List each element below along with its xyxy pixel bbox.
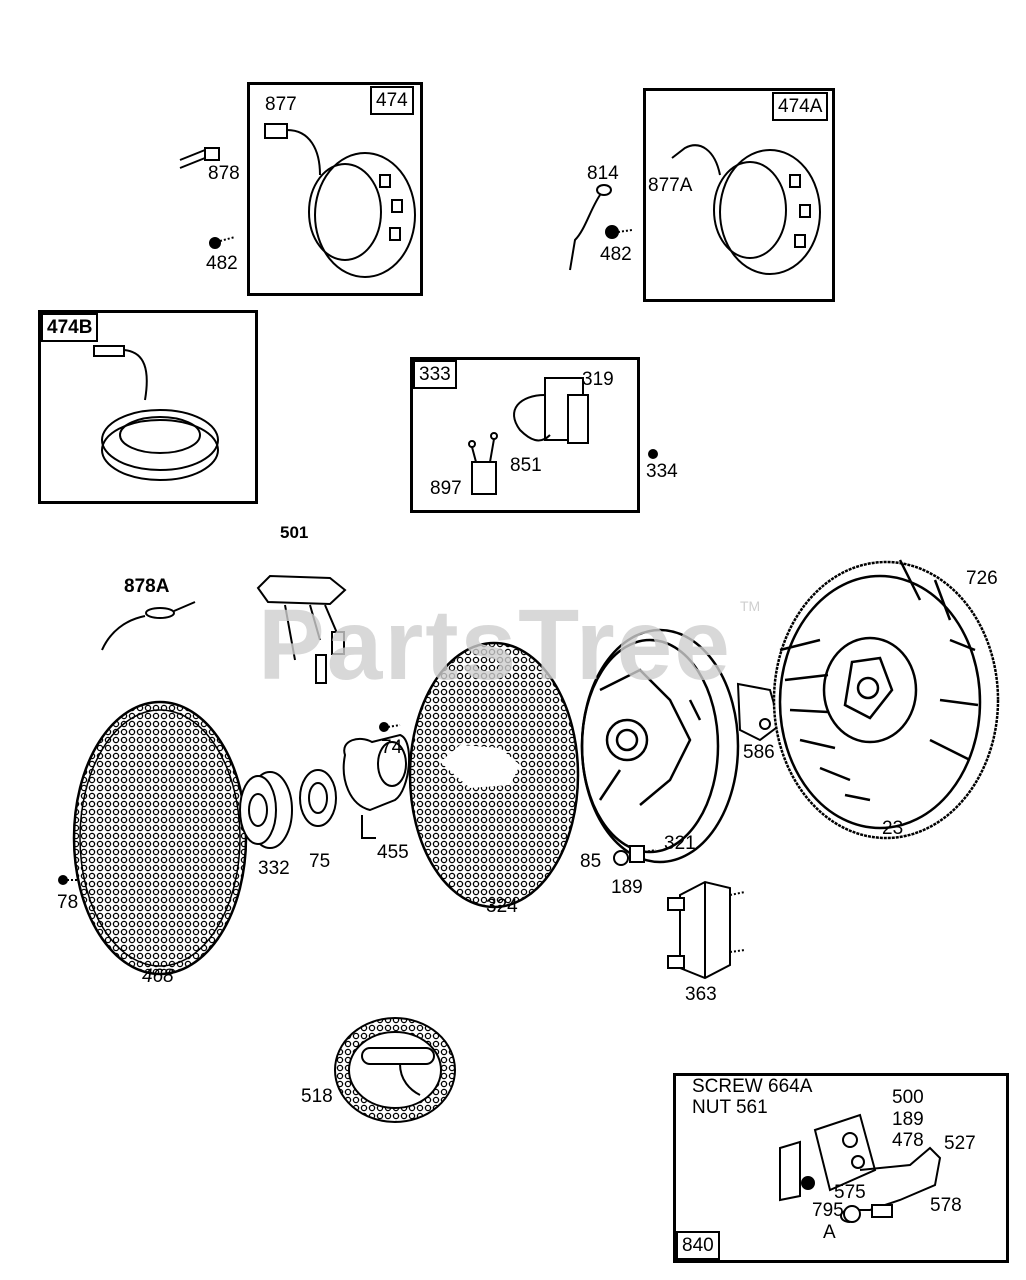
- label-23[interactable]: 23: [882, 818, 904, 839]
- cup-455-drawing: [342, 733, 411, 839]
- label-878[interactable]: 878: [208, 163, 240, 184]
- label-85[interactable]: 85: [580, 851, 602, 872]
- label-578[interactable]: 578: [930, 1195, 962, 1216]
- label-A[interactable]: A: [823, 1222, 836, 1243]
- box-474-tag[interactable]: 474: [370, 86, 414, 115]
- label-334[interactable]: 334: [646, 461, 678, 482]
- label-795[interactable]: 795: [812, 1200, 844, 1221]
- label-455[interactable]: 455: [377, 842, 409, 863]
- label-586[interactable]: 586: [743, 742, 775, 763]
- box-333-tag[interactable]: 333: [413, 360, 457, 389]
- label-482[interactable]: 482: [206, 253, 238, 274]
- stator-474A-drawing: [569, 144, 821, 275]
- wire-878A-drawing: [101, 601, 196, 651]
- box-474B-tag[interactable]: 474B: [41, 313, 99, 342]
- label-189[interactable]: 189: [611, 877, 643, 898]
- stator-474-drawing: [179, 123, 416, 278]
- screw-74-drawing: [379, 722, 401, 732]
- coil-518-drawing: [334, 1017, 456, 1123]
- washer-75-drawing: [299, 769, 337, 827]
- bolt-85-drawing: [613, 845, 657, 866]
- label-482-474A[interactable]: 482: [600, 244, 632, 265]
- screw-78-drawing: [58, 875, 77, 885]
- label-468[interactable]: 468: [142, 966, 174, 987]
- box-333: [410, 357, 640, 513]
- label-726[interactable]: 726: [966, 568, 998, 589]
- label-897[interactable]: 897: [430, 478, 462, 499]
- label-877A[interactable]: 877A: [648, 175, 693, 196]
- label-501[interactable]: 501: [280, 523, 309, 542]
- label-78[interactable]: 78: [57, 892, 79, 913]
- label-814[interactable]: 814: [587, 163, 619, 184]
- block-363-drawing: [667, 880, 746, 980]
- box-474A: [643, 88, 835, 302]
- label-321[interactable]: 321: [664, 833, 696, 854]
- box-840-tag[interactable]: 840: [676, 1231, 720, 1260]
- label-319[interactable]: 319: [582, 369, 614, 390]
- box-474A-tag[interactable]: 474A: [772, 92, 829, 121]
- bracket-586-drawing: [736, 682, 782, 742]
- watermark-trademark: TM: [740, 598, 761, 614]
- note-nut-561: NUT 561: [692, 1097, 768, 1118]
- regulator-501-drawing: [256, 574, 347, 684]
- label-877[interactable]: 877: [265, 94, 297, 115]
- label-851[interactable]: 851: [510, 455, 542, 476]
- box-840: [673, 1073, 1009, 1263]
- label-575[interactable]: 575: [834, 1182, 866, 1203]
- nut-332-drawing: [239, 771, 293, 849]
- detail-840-drawing: [779, 1113, 942, 1223]
- label-500[interactable]: 500: [892, 1087, 924, 1108]
- label-527[interactable]: 527: [944, 1133, 976, 1154]
- label-332[interactable]: 332: [258, 858, 290, 879]
- label-75[interactable]: 75: [309, 851, 331, 872]
- label-74[interactable]: 74: [381, 737, 403, 758]
- screen-468-drawing: [72, 700, 248, 976]
- stator-474B-drawing: [93, 345, 219, 481]
- watermark: PartsTree: [258, 589, 732, 701]
- label-478[interactable]: 478: [892, 1130, 924, 1151]
- note-screw-664A: SCREW 664A: [692, 1076, 813, 1097]
- label-324[interactable]: 324: [486, 896, 518, 917]
- box-474B: [38, 310, 258, 504]
- label-878A[interactable]: 878A: [124, 576, 170, 597]
- label-518[interactable]: 518: [301, 1086, 333, 1107]
- box-474: [247, 82, 423, 296]
- flywheel-23-drawing: [772, 559, 1000, 840]
- label-189-840[interactable]: 189: [892, 1109, 924, 1130]
- label-363[interactable]: 363: [685, 984, 717, 1005]
- rectifier-333-drawing: [468, 377, 658, 495]
